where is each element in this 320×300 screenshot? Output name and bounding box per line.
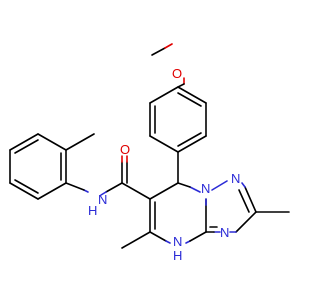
ring-bond-inner [177, 92, 202, 107]
n-aryl-bond [65, 182, 85, 191]
triazole-ring [205, 180, 290, 233]
methoxyphenyl-ring [149, 86, 207, 184]
ring-bond [9, 133, 39, 151]
ring-hydrogen-label: H [173, 248, 182, 263]
methoxy-oxygen-label: O [172, 66, 182, 81]
ring-bond-inner [14, 179, 39, 194]
c5-nh-bond-n-part [165, 240, 171, 244]
ring-bond-inner [177, 132, 202, 147]
structure-canvas: O O N H N N N N H [9, 43, 290, 263]
nh-c-bond [189, 231, 207, 242]
amide-hydrogen-label: H [88, 203, 97, 218]
n-n-bond [211, 180, 228, 191]
ring-nitrogen-label: N [173, 234, 182, 249]
ring-bond [9, 182, 39, 200]
c6-carbonyl-bond [121, 182, 151, 200]
n-c7-bond-n-part [189, 186, 201, 193]
tolyl-ring [9, 133, 95, 200]
methyl-o-bond [151, 47, 166, 56]
carboxamide-group [65, 155, 151, 200]
c2-n-bond [235, 211, 257, 233]
ring-bond [149, 86, 179, 104]
amide-nitrogen-label: N [98, 192, 107, 207]
c7-c6-bond [149, 182, 179, 200]
n-c2-bond [244, 186, 257, 213]
triazole-nitrogen-label-lower: N [220, 225, 229, 240]
methyl-o-bond-o-part [164, 43, 173, 49]
ring-bond [37, 182, 67, 200]
ring-bond-inner [14, 139, 39, 154]
molecule-diagram: O O N H N N N N H [9, 43, 290, 263]
tolyl-methyl-bond [65, 133, 95, 151]
n-c2-bond-n-part [241, 182, 246, 188]
ring-bond [149, 135, 179, 153]
bridgehead-nitrogen-label: N [201, 181, 210, 196]
pyrimidine-ring [121, 182, 207, 249]
n-c7-bond [177, 182, 191, 188]
triazole-nitrogen-label: N [231, 171, 240, 186]
ring-bond [37, 133, 67, 151]
n-c2-bond-inner [238, 189, 250, 213]
o-ring-bond [177, 83, 185, 88]
methoxy-group [151, 43, 185, 88]
carbonyl-n-bond [105, 182, 123, 193]
carbonyl-oxygen-label: O [120, 142, 130, 157]
carbonyl-n-bond-n-part [100, 191, 107, 196]
ring-bond [177, 86, 207, 104]
ring-bond [177, 135, 207, 153]
c5-methyl-bond [121, 231, 151, 249]
c5-nh-bond [149, 231, 167, 242]
